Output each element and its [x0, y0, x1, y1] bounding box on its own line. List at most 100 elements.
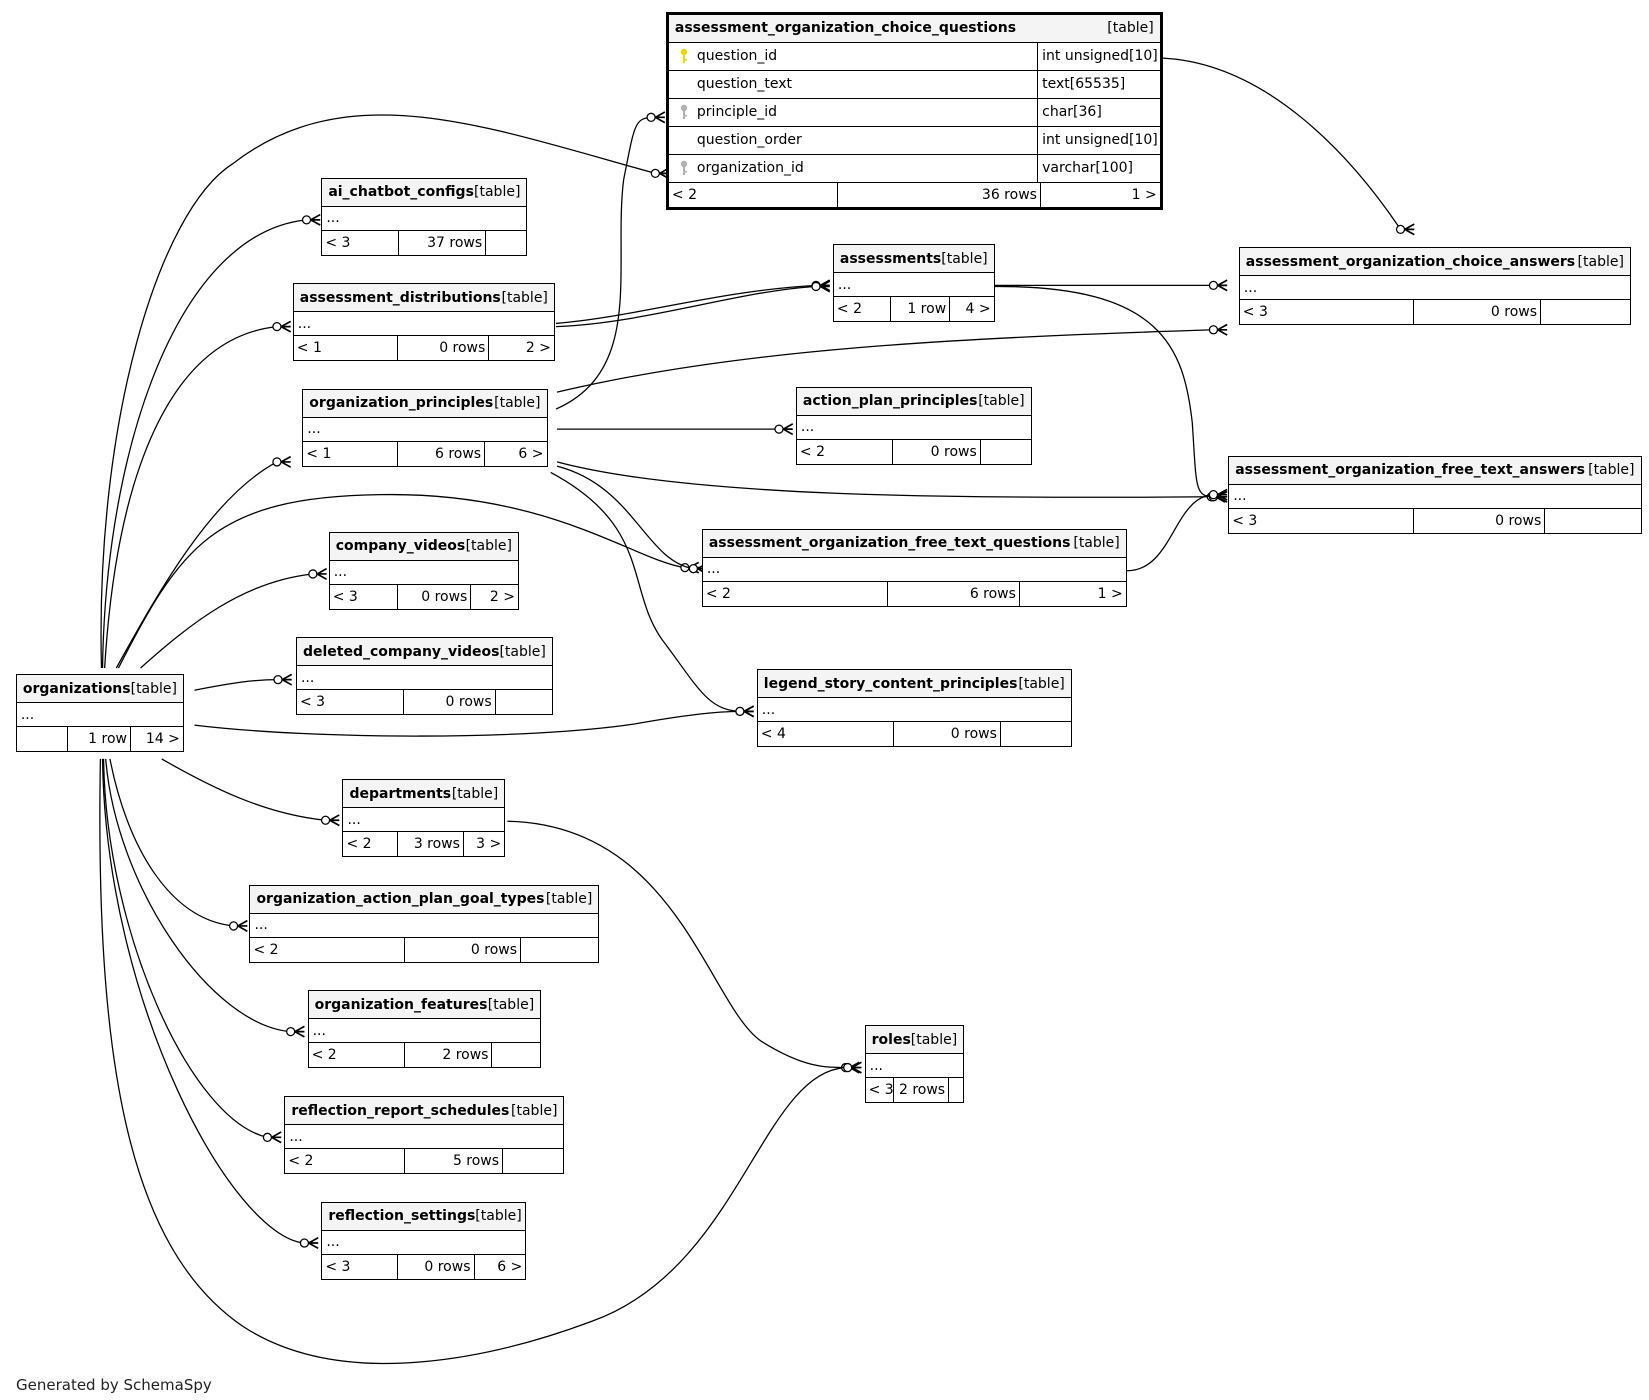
- children-link[interactable]: 14 >: [145, 731, 180, 748]
- relationship-departments-to-roles[interactable]: [507, 820, 862, 1074]
- table-header[interactable]: company_videos[table]: [329, 532, 518, 561]
- children-link[interactable]: 3 >: [476, 836, 502, 852]
- table-assessment-organization-choice-questions[interactable]: assessment_organization_choice_questions…: [665, 11, 1163, 210]
- relationship-organizations-to-ai_chatbot_configs[interactable]: [101, 213, 321, 669]
- children-link[interactable]: [496, 690, 552, 714]
- collapsed-columns[interactable]: ...: [322, 207, 527, 231]
- parents-link[interactable]: < 2: [285, 1149, 405, 1174]
- relationship-line[interactable]: [109, 758, 234, 927]
- children-link[interactable]: 2 >: [489, 588, 515, 605]
- relationship-line[interactable]: [161, 758, 326, 821]
- parents-link[interactable]: < 4: [758, 722, 895, 747]
- table-name[interactable]: reflection_settings: [328, 1208, 476, 1225]
- children-link[interactable]: [521, 938, 598, 962]
- collapsed-columns[interactable]: ...: [322, 1231, 526, 1255]
- relationship-organizations-to-organization_features[interactable]: [105, 758, 305, 1038]
- table-header[interactable]: deleted_company_videos[table]: [296, 638, 552, 667]
- table-name[interactable]: assessment_distributions: [299, 289, 501, 306]
- relationship-organizations-to-departments[interactable]: [161, 758, 340, 827]
- relationship-line[interactable]: [104, 325, 278, 669]
- relationship-line[interactable]: [194, 710, 740, 737]
- parents-link[interactable]: < 2: [669, 182, 839, 207]
- relationship-organizations-to-organization_action_plan_goal_types[interactable]: [109, 758, 248, 932]
- table-header[interactable]: organization_action_plan_goal_types[tabl…: [250, 885, 599, 914]
- relationship-line[interactable]: [101, 758, 305, 1244]
- relationship-line[interactable]: [117, 494, 686, 669]
- relationship-line[interactable]: [101, 219, 307, 669]
- collapsed-columns[interactable]: ...: [865, 1054, 963, 1079]
- table-name[interactable]: company_videos: [335, 538, 466, 555]
- table-name[interactable]: departments: [349, 785, 452, 802]
- children-link[interactable]: [981, 440, 1031, 464]
- relationship-line[interactable]: [507, 820, 848, 1069]
- table-header[interactable]: action_plan_principles[table]: [796, 387, 1031, 416]
- collapsed-columns[interactable]: ...: [308, 1019, 541, 1044]
- relationship-line[interactable]: [100, 114, 656, 669]
- table-header[interactable]: assessment_distributions[table]: [293, 284, 554, 313]
- table-header[interactable]: organization_features[table]: [308, 991, 541, 1020]
- children-link[interactable]: [1541, 300, 1630, 324]
- collapsed-columns[interactable]: ...: [285, 1125, 564, 1150]
- children-link[interactable]: 1 >: [1131, 186, 1157, 203]
- children-link[interactable]: [1545, 509, 1640, 533]
- parents-link[interactable]: < 3: [322, 230, 400, 255]
- parents-link[interactable]: < 3: [1229, 508, 1415, 533]
- children-link[interactable]: 1 >: [1097, 585, 1123, 602]
- collapsed-columns[interactable]: ...: [16, 703, 183, 728]
- relationship-assessments-to-assessment_organization_choice_answers[interactable]: [994, 279, 1228, 292]
- table-header[interactable]: organizations[table]: [16, 675, 183, 704]
- parents-link[interactable]: [17, 727, 68, 752]
- relationship-organization_principles-to-assessment_organization_choice_questions[interactable]: [555, 280, 831, 328]
- table-header[interactable]: departments[table]: [343, 780, 505, 808]
- table-name[interactable]: organization_features: [314, 996, 488, 1013]
- relationship-organizations-to-reflection_report_schedules[interactable]: [102, 758, 282, 1144]
- relationship-line[interactable]: [115, 461, 278, 669]
- table-assessment-organization-choice-answers[interactable]: assessment_organization_choice_answers[t…: [1238, 247, 1631, 326]
- table-header[interactable]: ai_chatbot_configs[table]: [322, 178, 527, 207]
- collapsed-columns[interactable]: ...: [833, 273, 994, 298]
- relationship-organization_principles-to-action_plan_principles[interactable]: [555, 111, 666, 410]
- relationship-organizations-to-deleted_company_videos[interactable]: [194, 673, 293, 691]
- table-header[interactable]: reflection_settings[table]: [322, 1202, 526, 1231]
- table-name[interactable]: assessment_organization_choice_questions: [674, 20, 1017, 37]
- table-name[interactable]: reflection_report_schedules: [291, 1102, 510, 1119]
- relationship-line[interactable]: [555, 116, 652, 410]
- relationship-assessment_distributions-to-assessments[interactable]: [555, 279, 831, 325]
- relationship-organization_principles-to-assessments[interactable]: [550, 471, 755, 718]
- parents-link[interactable]: < 3: [330, 584, 399, 609]
- collapsed-columns[interactable]: ...: [1239, 276, 1630, 301]
- collapsed-columns[interactable]: ...: [796, 416, 1031, 440]
- table-header[interactable]: assessment_organization_free_text_answer…: [1229, 456, 1641, 485]
- parents-link[interactable]: < 2: [343, 832, 399, 856]
- relationship-assessment_organization_free_text_questions-to-assessment_organization_free_text_answers[interactable]: [1126, 488, 1228, 572]
- parents-link[interactable]: < 2: [834, 297, 891, 322]
- collapsed-columns[interactable]: ...: [343, 808, 505, 832]
- table-organization-action-plan-goal-types[interactable]: organization_action_plan_goal_types[tabl…: [249, 884, 600, 963]
- table-header[interactable]: roles[table]: [865, 1026, 963, 1055]
- relationship-line[interactable]: [194, 679, 278, 691]
- children-link[interactable]: 2 >: [525, 340, 551, 357]
- table-name[interactable]: organization_action_plan_goal_types: [256, 891, 545, 908]
- relationship-assessment_organization_choice_questions-to-assessment_organization_choice_answers[interactable]: [1162, 57, 1415, 236]
- parents-link[interactable]: < 2: [309, 1043, 405, 1068]
- parents-link[interactable]: < 2: [250, 937, 405, 962]
- relationship-line[interactable]: [102, 758, 268, 1138]
- relationship-line[interactable]: [99, 758, 846, 1365]
- collapsed-columns[interactable]: ...: [757, 698, 1071, 723]
- collapsed-columns[interactable]: ...: [329, 561, 518, 585]
- table-header[interactable]: assessment_organization_choice_answers[t…: [1239, 248, 1630, 277]
- children-link[interactable]: 6 >: [497, 1258, 523, 1275]
- table-assessment-organization-free-text-questions[interactable]: assessment_organization_free_text_questi…: [701, 528, 1127, 607]
